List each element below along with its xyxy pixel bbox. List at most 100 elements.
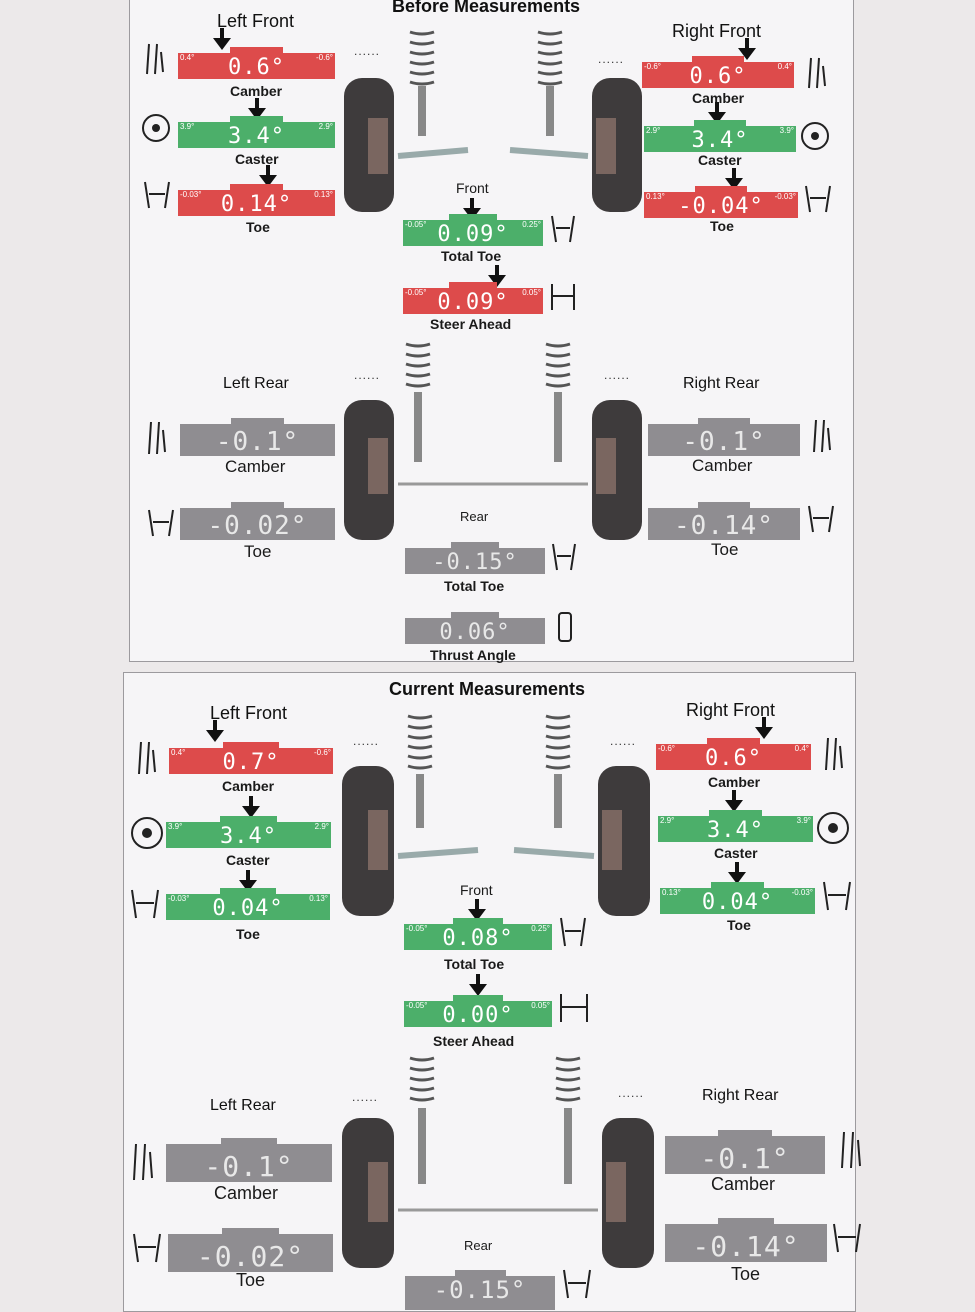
indicator-arrow (469, 974, 487, 996)
gauge-value: 0.09° (437, 290, 509, 315)
gauge-label: Caster (226, 852, 270, 868)
right-rear-heading: Right Rear (683, 375, 760, 392)
gauge-label: Caster (235, 151, 279, 167)
gauge-label: Toe (244, 542, 272, 561)
caster-icon (817, 812, 849, 844)
indicator-arrow (242, 796, 260, 818)
current-title: Current Measurements (389, 679, 586, 699)
gauge-value: -0.1° (204, 1150, 294, 1183)
right-front-heading: Right Front (686, 700, 776, 720)
total-toe-icon (551, 215, 575, 243)
gauge-label: Toe (236, 1270, 266, 1290)
gauge-value: 0.06° (439, 620, 511, 645)
rear-suspension-graphic (344, 342, 642, 540)
gauge-value: -0.15° (433, 1276, 527, 1304)
gauge-label: Total Toe (444, 956, 505, 972)
dots: ...... (352, 1090, 379, 1104)
steer-ahead-icon (560, 994, 588, 1022)
dots: ...... (353, 734, 380, 748)
gauge-value: 0.6° (689, 64, 747, 89)
left-rear-heading: Left Rear (223, 375, 289, 392)
camber-icon (825, 737, 843, 771)
toe-icon (805, 185, 831, 213)
gauge-value: 0.08° (442, 926, 514, 951)
caster-icon (131, 817, 163, 849)
lf-camber-gauge: 0.4°-0.6° 0.6° (178, 47, 335, 80)
total-toe-icon (552, 543, 576, 571)
front-heading: Front (460, 882, 493, 898)
gauge-value: -0.02° (196, 1240, 305, 1273)
gauge-label: Toe (236, 926, 260, 942)
lf-toe-gauge: -0.03°0.13° 0.14° (178, 184, 335, 217)
thrust-angle-gauge: 0.06° (405, 612, 545, 645)
lf-caster-gauge: 3.9°2.9° 3.4° (178, 116, 335, 149)
gauge-label: Caster (714, 845, 758, 861)
rr-toe-gauge: -0.14° (665, 1218, 827, 1263)
gauge-label: Toe (727, 917, 751, 933)
gauge-label: Caster (698, 152, 742, 168)
rear-total-toe-gauge: -0.15° (405, 542, 545, 575)
indicator-arrow (213, 28, 231, 50)
rf-caster-gauge: 2.9°3.9° 3.4° (658, 810, 813, 843)
rear-suspension-graphic (342, 1056, 654, 1268)
indicator-arrow (755, 717, 773, 739)
lr-camber-gauge: -0.1° (180, 418, 335, 457)
left-front-heading: Left Front (210, 703, 288, 723)
current-sheet (123, 672, 856, 1312)
rr-toe-gauge: -0.14° (648, 502, 800, 541)
rr-camber-gauge: -0.1° (665, 1130, 825, 1175)
camber-icon (138, 741, 156, 775)
rr-camber-gauge: -0.1° (648, 418, 800, 457)
gauge-value: 0.04° (212, 896, 284, 921)
toe-icon (823, 881, 851, 911)
gauge-label: Camber (230, 83, 283, 99)
thrust-angle-icon (558, 612, 572, 642)
rear-total-toe-gauge: -0.15° (405, 1270, 555, 1310)
gauge-label: Camber (711, 1174, 776, 1194)
gauge-value: 0.6° (228, 55, 285, 80)
gauge-value: -0.14° (674, 511, 774, 541)
lr-toe-gauge: -0.02° (168, 1228, 333, 1273)
dots: ...... (598, 52, 625, 66)
dots: ...... (354, 44, 381, 58)
rf-toe-gauge: 0.13°-0.03° 0.04° (660, 882, 815, 915)
gauge-label: Camber (708, 774, 761, 790)
rf-caster-gauge: 2.9°3.9° 3.4° (644, 120, 796, 153)
lf-toe-gauge: -0.03°0.13° 0.04° (166, 888, 330, 921)
gauge-value: -0.1° (682, 427, 766, 457)
gauge-label: Total Toe (444, 578, 505, 594)
steer-ahead-gauge: -0.05°0.05° 0.00° (404, 995, 552, 1028)
gauge-value: 0.6° (705, 746, 762, 771)
indicator-arrow (206, 720, 224, 742)
gauge-label: Camber (225, 457, 286, 476)
lf-caster-gauge: 3.9°2.9° 3.4° (166, 816, 331, 849)
camber-icon (148, 421, 166, 455)
front-heading: Front (456, 180, 489, 196)
camber-icon (813, 419, 831, 453)
camber-icon (841, 1131, 861, 1169)
left-front-heading: Left Front (217, 11, 295, 31)
gauge-label: Toe (710, 218, 734, 234)
toe-icon (144, 181, 170, 209)
total-toe-icon (560, 917, 586, 947)
gauge-label: Camber (222, 778, 275, 794)
gauge-value: -0.15° (432, 550, 518, 575)
total-toe-icon (563, 1269, 591, 1299)
gauge-label: Camber (692, 90, 745, 106)
front-total-toe-gauge: -0.05°0.25° 0.08° (404, 918, 552, 951)
rf-camber-gauge: -0.6°0.4° 0.6° (642, 56, 794, 89)
right-rear-heading: Right Rear (702, 1087, 779, 1104)
dots: ...... (618, 1086, 645, 1100)
gauge-value: -0.1° (215, 427, 300, 457)
rf-camber-gauge: -0.6°0.4° 0.6° (656, 738, 811, 771)
gauge-label: Thrust Angle (430, 647, 516, 663)
dots: ...... (354, 368, 381, 382)
lr-toe-gauge: -0.02° (180, 502, 335, 541)
gauge-value: 3.4° (691, 128, 749, 153)
camber-icon (808, 57, 826, 89)
gauge-value: -0.04° (678, 194, 764, 219)
lr-camber-gauge: -0.1° (166, 1138, 332, 1183)
gauge-value: 0.14° (220, 192, 293, 217)
gauge-label: Total Toe (441, 248, 502, 264)
gauge-label: Toe (731, 1264, 761, 1284)
